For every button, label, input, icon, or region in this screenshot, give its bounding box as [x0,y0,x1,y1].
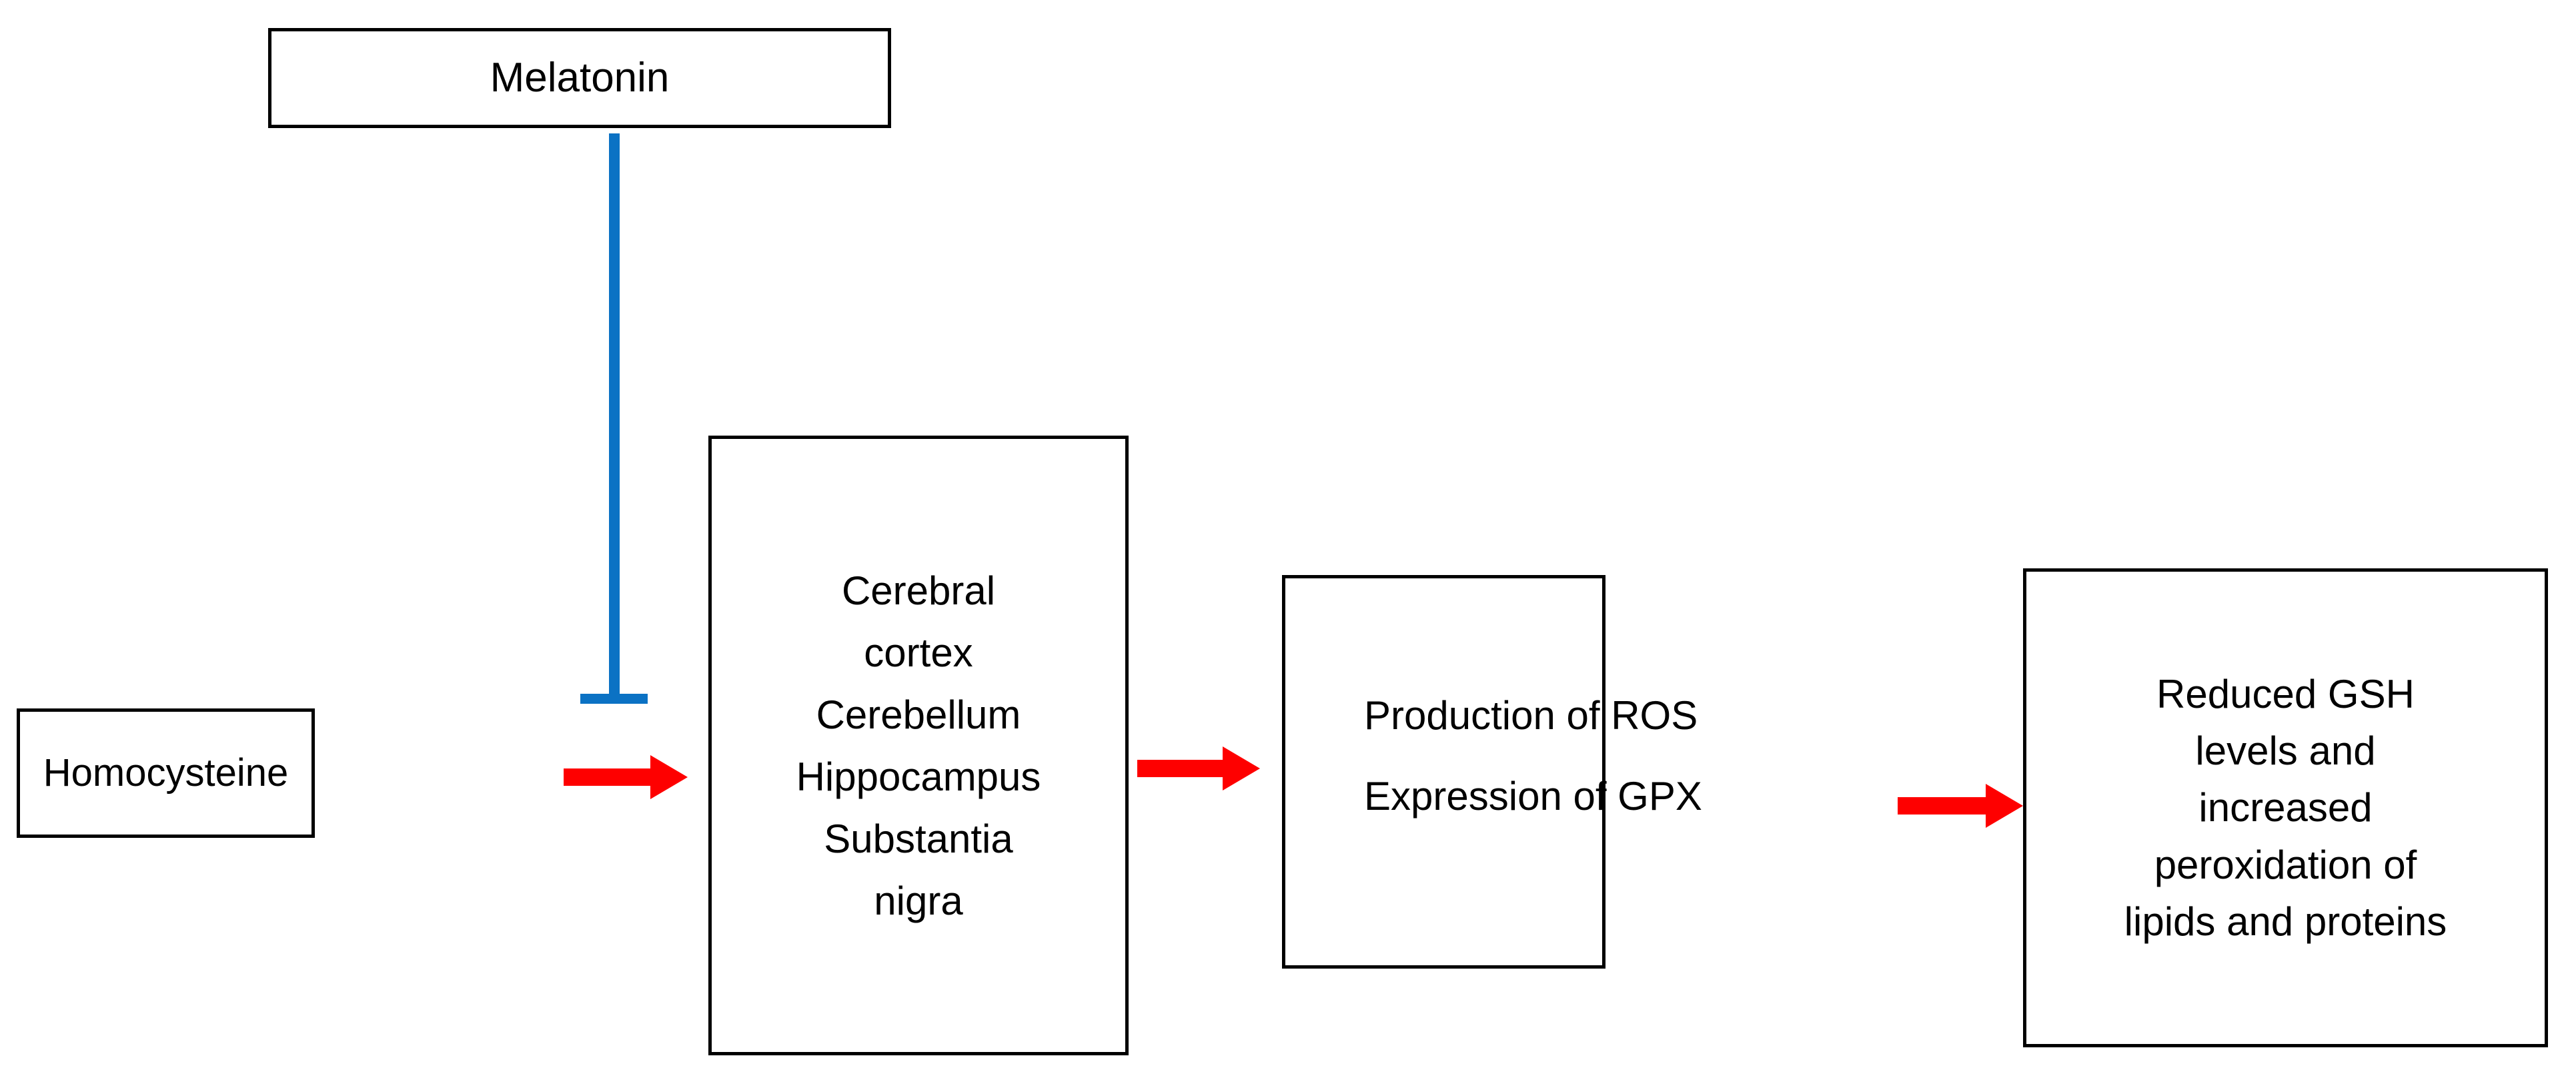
arrow-head [1986,784,2023,828]
node-ros-gpx[interactable]: Production of ROS Expression of GPX [1282,575,1702,969]
node-reduced-gsh[interactable]: Reduced GSH levels and increased peroxid… [2023,568,2548,1047]
arrow-brain-regions-to-ros-gpx-icon [1137,745,1260,792]
arrow-shaft [564,768,653,786]
ros-row-expression-of-gpx: Expression of GPX [1364,774,1702,819]
node-melatonin[interactable]: Melatonin [268,28,891,128]
inhibition-connector-tbar-icon [580,694,648,704]
node-brain-regions[interactable]: Cerebral cortex Cerebellum Hippocampus S… [708,436,1129,1055]
node-homocysteine[interactable]: Homocysteine [17,708,315,838]
arrow-shaft [1137,760,1225,777]
arrow-shaft [1898,797,1988,815]
arrow-head [1223,746,1260,790]
arrow-head [650,755,688,799]
arrow-homocysteine-to-brain-regions-icon [564,754,688,800]
ros-row-production-of-ros: Production of ROS [1364,693,1698,738]
arrow-ros-gpx-to-reduced-gsh-icon [1898,782,2023,829]
inhibition-connector-stem [609,133,620,697]
